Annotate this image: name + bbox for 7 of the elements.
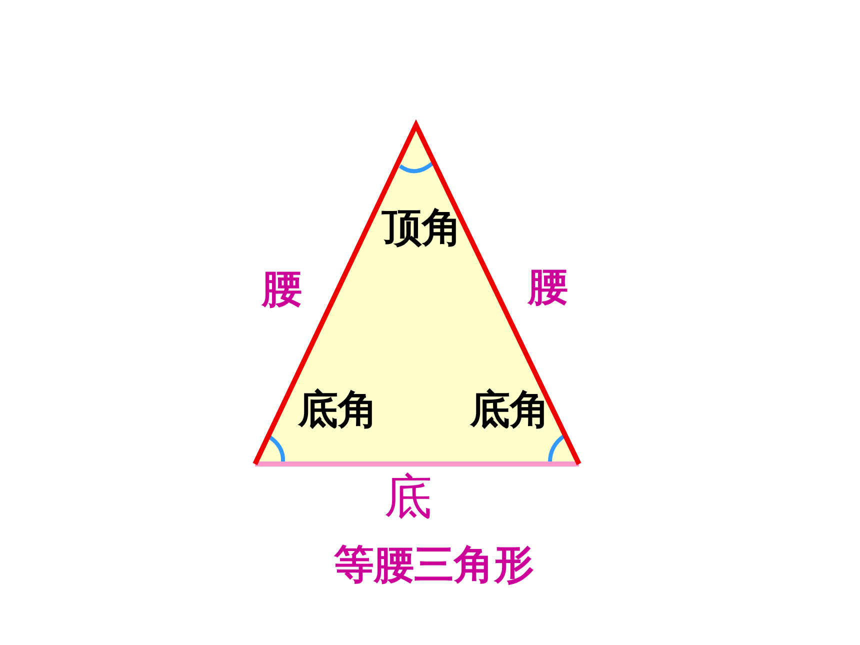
side-label: 腰 — [528, 267, 568, 307]
angle-label: 底角 — [470, 390, 550, 430]
side-label: 腰 — [262, 269, 302, 309]
angle-label: 顶角 — [382, 208, 462, 248]
angle-label: 底角 — [298, 390, 378, 430]
base-label: 底 — [384, 473, 432, 521]
caption: 等腰三角形 — [334, 545, 534, 585]
